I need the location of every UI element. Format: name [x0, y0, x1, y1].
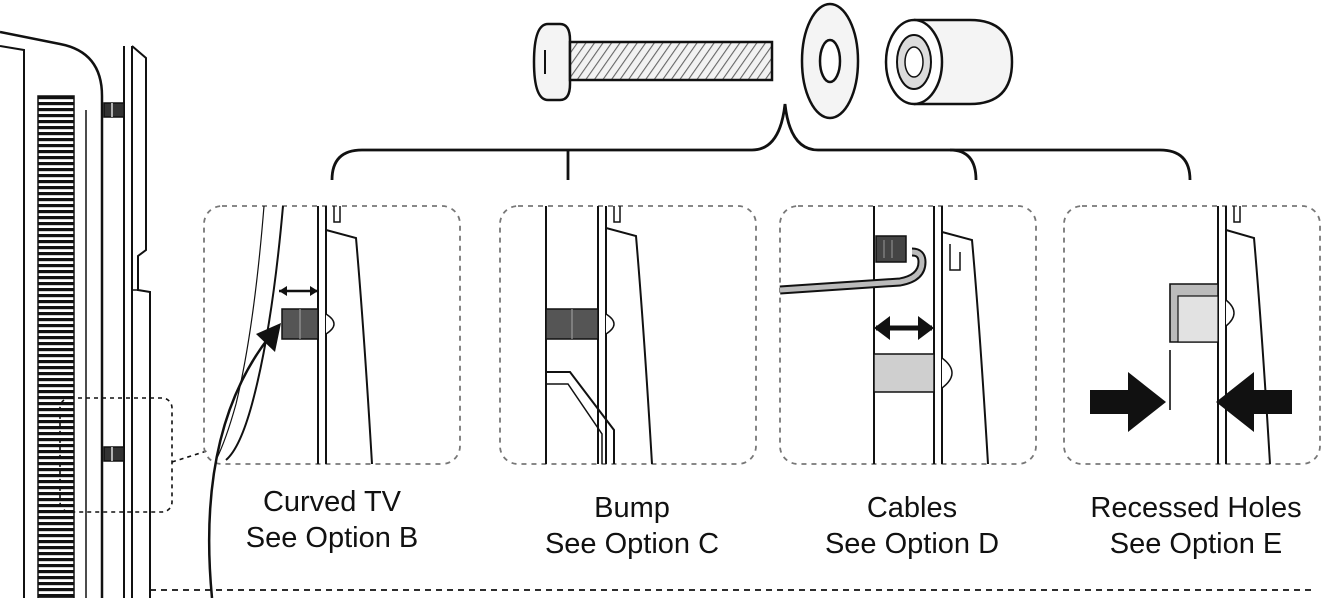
screw [532, 22, 774, 102]
caption-recessed-holes: Recessed Holes See Option E [1090, 490, 1301, 562]
wall-plate-profile [123, 45, 151, 598]
options-brace [330, 103, 1192, 181]
detail-callout-box [59, 397, 173, 513]
panel-recessed-holes [1063, 205, 1321, 465]
tv-side-profile [0, 30, 104, 598]
caption-curved-tv: Curved TV See Option B [246, 484, 419, 556]
caption-reference: See Option E [1109, 528, 1283, 560]
spacer [884, 18, 1014, 106]
curved-pointer-arrow [207, 323, 281, 598]
washer [800, 2, 860, 120]
callout-connector [171, 449, 211, 463]
caption-reference: See Option C [544, 528, 720, 560]
caption-title: Curved TV [262, 486, 402, 518]
panel-curved-tv [203, 205, 461, 465]
caption-reference: See Option B [245, 522, 419, 554]
side-bolt-upper [103, 102, 125, 118]
caption-reference: See Option D [824, 528, 1000, 560]
panel-bump [499, 205, 757, 465]
caption-title: Cables [866, 492, 958, 524]
caption-cables: Cables See Option D [825, 490, 999, 562]
panel-cables [779, 205, 1037, 465]
caption-bump: Bump See Option C [545, 490, 719, 562]
caption-title: Bump [594, 492, 670, 524]
side-bolt-lower [103, 446, 125, 462]
caption-title: Recessed Holes [1090, 492, 1302, 524]
